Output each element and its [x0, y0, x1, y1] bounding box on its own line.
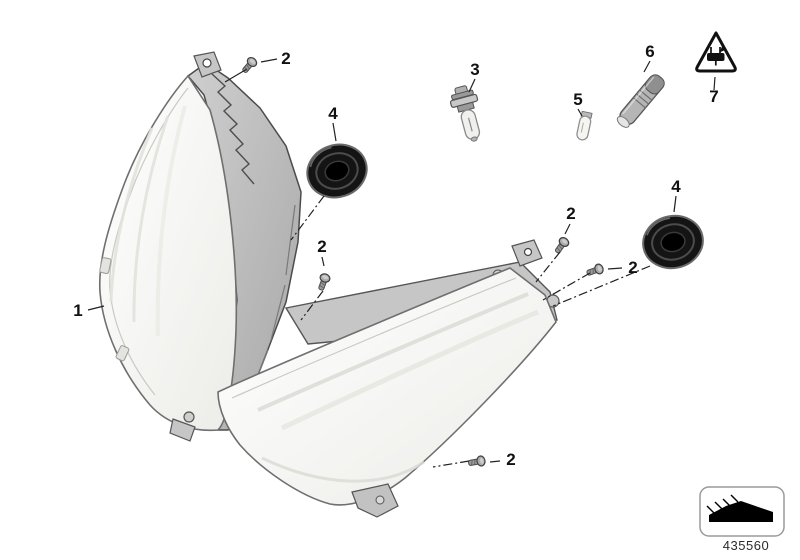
screw-bottom — [467, 454, 487, 469]
callout-labels: 1 2 2 2 2 2 3 4 4 5 6 7 — [73, 42, 718, 469]
callout-3[interactable]: 3 — [470, 60, 479, 79]
left-headlight-lens — [98, 74, 238, 432]
callout-2-bottom[interactable]: 2 — [506, 450, 515, 469]
screw-right-upper — [552, 235, 571, 256]
callout-6[interactable]: 6 — [645, 42, 654, 61]
screw-right-lower — [584, 262, 606, 279]
rubber-cap-right — [637, 209, 709, 275]
rubber-cap-left — [299, 136, 375, 206]
right-headlight-lens — [217, 267, 557, 506]
callout-4-left[interactable]: 4 — [328, 104, 338, 123]
lens-clip — [99, 257, 112, 274]
warning-triangle-icon — [695, 31, 737, 73]
wedge-symbol-icon — [706, 494, 773, 522]
callout-2-top[interactable]: 2 — [281, 49, 290, 68]
left-headlight-bottom-peg — [169, 411, 196, 442]
callout-2-right-lower[interactable]: 2 — [628, 258, 637, 277]
bulb-socket — [616, 74, 665, 128]
part-number: 435560 — [723, 538, 769, 553]
callout-2-middle[interactable]: 2 — [317, 237, 326, 256]
parking-bulb — [576, 110, 593, 141]
leader-lines — [87, 58, 716, 463]
right-headlight-mount-tab — [511, 239, 543, 267]
housing-fins — [211, 73, 255, 185]
callout-4-right[interactable]: 4 — [671, 177, 681, 196]
left-headlight-mount-tab — [193, 51, 222, 78]
callout-5[interactable]: 5 — [573, 90, 582, 109]
callout-7[interactable]: 7 — [709, 87, 718, 106]
h7-bulb — [449, 85, 481, 142]
callout-1[interactable]: 1 — [73, 301, 82, 320]
plug-disconnect-glyph — [707, 46, 725, 66]
callout-2-right-upper[interactable]: 2 — [566, 204, 575, 223]
dash-dot-lines — [290, 195, 651, 468]
lens-clip — [115, 345, 130, 362]
right-headlight-bottom-bracket — [351, 483, 399, 518]
screw-middle — [315, 271, 332, 293]
legend-box — [699, 486, 785, 537]
